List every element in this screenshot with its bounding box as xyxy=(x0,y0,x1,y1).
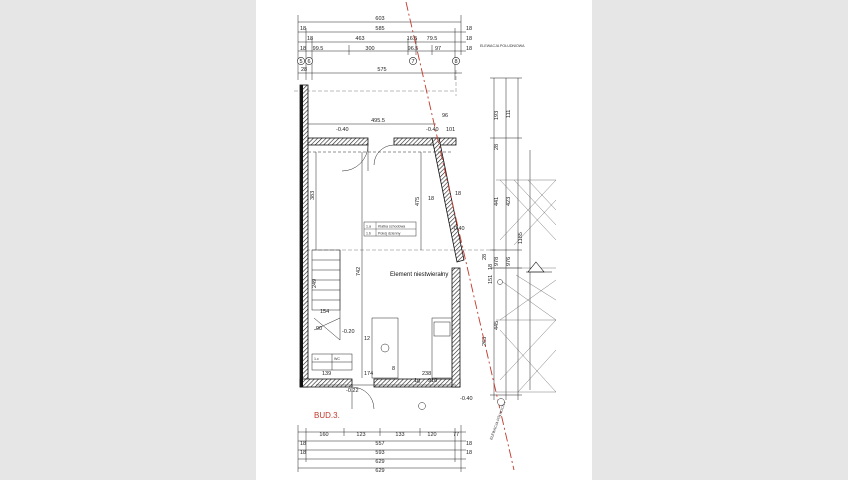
dim-99-5: 99.5 xyxy=(313,46,324,52)
dim-154: 154 xyxy=(320,309,329,315)
top-note: ELEWACJA POŁUDNIOWA xyxy=(480,44,525,48)
dim-28-right-b: 28 xyxy=(482,254,488,260)
bottom-dimension-chains xyxy=(297,425,466,472)
wc-name: WC xyxy=(334,357,340,361)
dim-1g: 1g xyxy=(414,378,420,384)
floor-plan: 603 18 585 18 18 463 16.5 79.5 18 18 99.… xyxy=(294,1,557,474)
dim-bot-18d: 18 xyxy=(466,450,472,456)
dim-441: 441 xyxy=(494,197,500,206)
dim-18-inner-a: 18 xyxy=(428,196,434,202)
axis-5: 5 xyxy=(299,59,302,65)
dim-123: 123 xyxy=(356,432,365,438)
room-info-box xyxy=(363,221,417,237)
section-marker-icon xyxy=(418,402,426,410)
dim-249: 249 xyxy=(312,279,318,288)
dim-28-top: 28 xyxy=(301,67,307,73)
dim-300: 300 xyxy=(365,46,374,52)
dim-96-5: 96.5 xyxy=(408,46,419,52)
element-label: Element niestwierałny xyxy=(390,272,448,278)
dim-top-18b: 18 xyxy=(466,26,472,32)
bottom-note: ELEWACJA PÓŁNOCNA xyxy=(488,400,507,440)
dim-139: 139 xyxy=(322,371,331,377)
section-cut-line xyxy=(405,1,515,471)
level-tl: -0.40 xyxy=(336,127,349,133)
dim-top-18f: 18 xyxy=(466,46,472,52)
dim-742: 742 xyxy=(356,267,362,276)
dim-445: 445 xyxy=(494,321,500,330)
dim-18-inner-b: 18 xyxy=(455,191,461,197)
dim-16-5: 16.5 xyxy=(407,36,418,42)
dim-top-18e: 18 xyxy=(300,46,306,52)
reference-marker-icon xyxy=(497,279,503,285)
drawing-sheet: 603 18 585 18 18 463 16.5 79.5 18 18 99.… xyxy=(256,0,592,480)
dim-978: 978 xyxy=(494,257,500,266)
dim-557: 557 xyxy=(375,441,384,447)
dim-bot-18b: 18 xyxy=(466,441,472,447)
axis-7: 7 xyxy=(411,59,414,65)
exterior-walls xyxy=(299,84,465,388)
dim-111: 111 xyxy=(506,110,512,118)
dim-603: 603 xyxy=(375,16,384,22)
dim-910: 910 xyxy=(428,378,437,384)
dim-475: 475 xyxy=(415,197,421,206)
dim-1185: 1185 xyxy=(518,232,524,244)
dim-bot-18a: 18 xyxy=(300,441,306,447)
dim-976: 976 xyxy=(506,257,512,266)
axis-8: 8 xyxy=(454,59,457,65)
dim-151: 151 xyxy=(488,275,494,284)
dim-bot-18c: 18 xyxy=(300,450,306,456)
dim-77: 77 xyxy=(453,432,459,438)
level-mid-right: -0.40 xyxy=(452,226,465,232)
interior-elements xyxy=(308,123,456,410)
level-stair: -0.20 xyxy=(342,329,355,335)
dim-593: 593 xyxy=(375,450,384,456)
level-marker-icon xyxy=(527,261,545,273)
dim-238: 238 xyxy=(422,371,431,377)
dim-629-a: 629 xyxy=(375,459,384,465)
section-marker-right-icon xyxy=(497,398,505,406)
axis-6: 6 xyxy=(307,59,310,65)
dim-12: 12 xyxy=(364,336,370,342)
dim-193: 193 xyxy=(494,111,500,120)
level-tr: -0.40 xyxy=(426,127,439,133)
dim-8: 8 xyxy=(392,366,395,372)
dim-top-18a: 18 xyxy=(300,26,306,32)
dim-383: 383 xyxy=(310,191,316,200)
dim-423: 423 xyxy=(506,197,512,206)
dim-96: 96 xyxy=(442,113,448,119)
dim-101: 101 xyxy=(446,127,455,133)
dim-79-5: 79.5 xyxy=(427,36,438,42)
level-br: -0.40 xyxy=(460,396,473,402)
axis-markers xyxy=(297,57,460,65)
right-dimension-chains xyxy=(490,77,531,400)
room-code-1a: 1.a xyxy=(366,225,371,229)
dim-top-18c: 18 xyxy=(307,36,313,42)
dim-18-right: 18 xyxy=(488,264,494,270)
building-label: BUD.3. xyxy=(314,411,340,420)
dim-463: 463 xyxy=(355,36,364,42)
wc-code: 1.c xyxy=(314,357,319,361)
top-dimension-chains xyxy=(297,15,466,80)
level-door: -0.22 xyxy=(346,388,359,394)
dim-90: 90 xyxy=(316,326,322,332)
dim-133: 133 xyxy=(395,432,404,438)
dim-629-b: 629 xyxy=(375,468,384,474)
dim-495-5: 495.5 xyxy=(371,118,385,124)
elevation-grid xyxy=(456,179,557,393)
dim-585: 585 xyxy=(375,26,384,32)
dim-120: 120 xyxy=(427,432,436,438)
dim-top-18d: 18 xyxy=(466,36,472,42)
room-name-1b: Pokój dzienny xyxy=(378,232,401,236)
dim-160: 160 xyxy=(319,432,328,438)
dim-97: 97 xyxy=(435,46,441,52)
dim-575: 575 xyxy=(377,67,386,73)
dim-263: 263 xyxy=(482,337,488,346)
dim-174: 174 xyxy=(364,371,373,377)
room-name-1a: Klatka schodowa xyxy=(378,225,405,229)
room-code-1b: 1.b xyxy=(366,232,371,236)
dim-28-right: 28 xyxy=(494,144,500,150)
